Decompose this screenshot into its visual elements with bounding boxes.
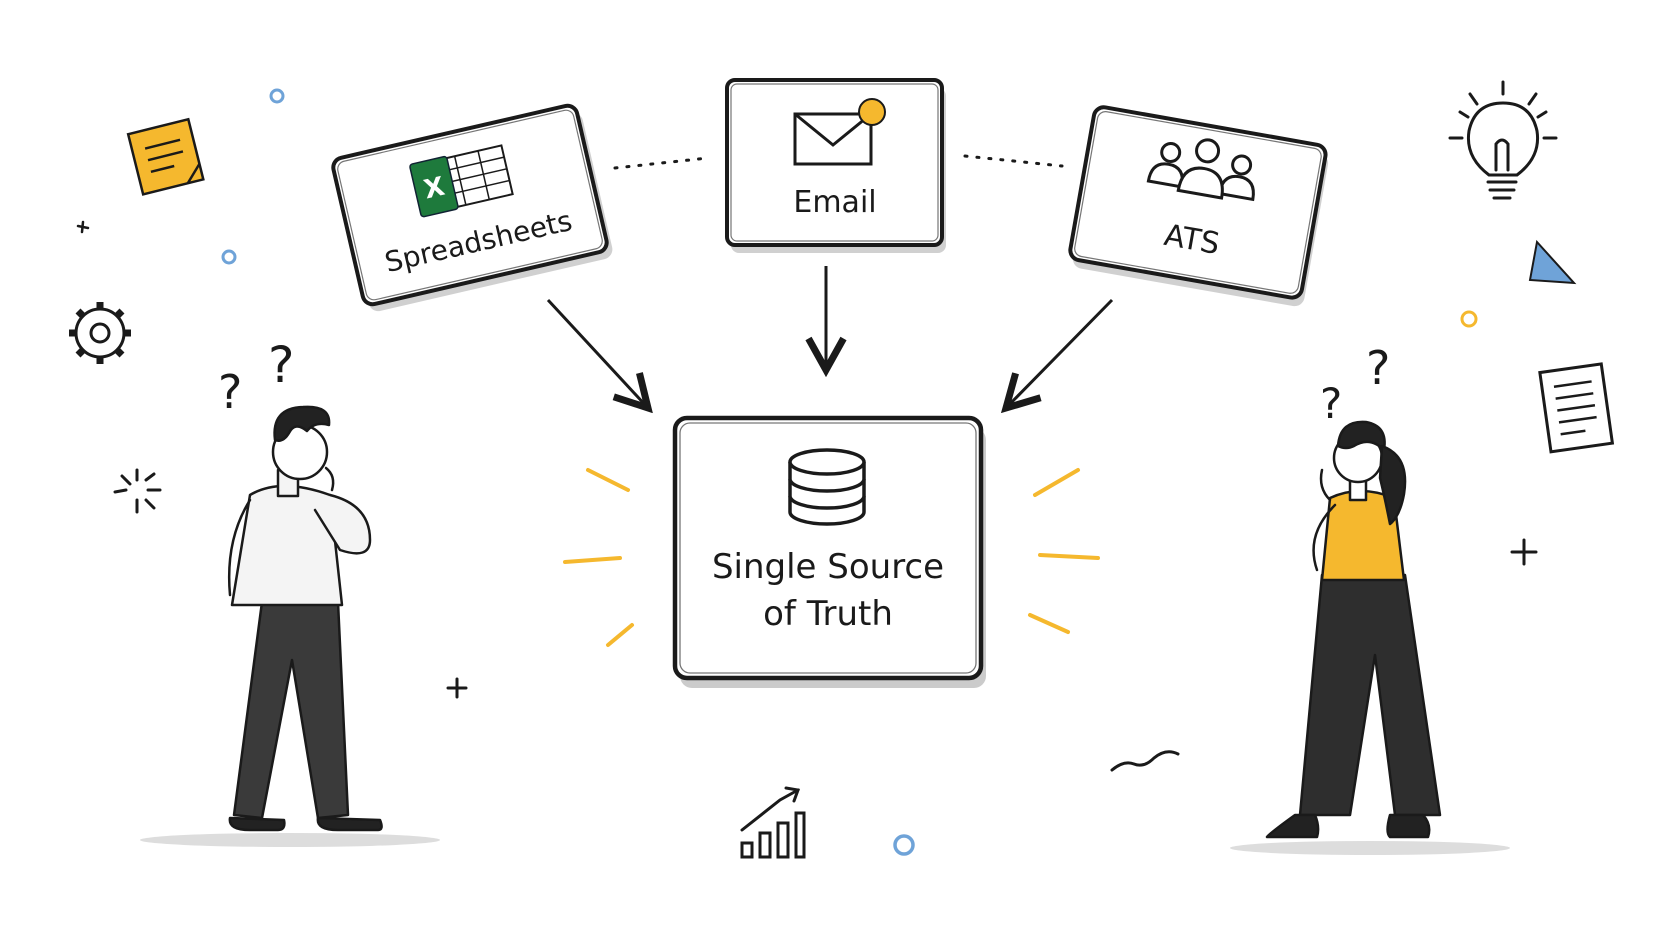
squiggle-line-icon bbox=[1110, 750, 1180, 772]
plus-icon-right bbox=[1510, 538, 1538, 566]
gear-icon bbox=[69, 302, 131, 364]
plus-icon-left bbox=[446, 677, 468, 699]
small-sparkle-icon bbox=[76, 220, 90, 234]
blue-dot-3 bbox=[893, 834, 915, 856]
single-source-of-truth-card: Single Source of Truth bbox=[672, 415, 986, 688]
document-icon bbox=[1538, 362, 1615, 454]
woman-ground-shadow bbox=[1230, 841, 1510, 855]
email-card: Email bbox=[725, 78, 946, 253]
sparkle-burst-icon bbox=[113, 468, 162, 514]
database-icon bbox=[788, 448, 866, 526]
blue-triangle-icon bbox=[1528, 239, 1577, 285]
ats-card: ATS bbox=[1068, 105, 1329, 307]
lightbulb-icon bbox=[1448, 80, 1558, 200]
woman-question-mark-2: ? bbox=[1366, 341, 1390, 395]
man-ground-shadow bbox=[140, 833, 440, 847]
email-label: Email bbox=[793, 185, 876, 220]
man-thinking-figure bbox=[140, 405, 440, 847]
envelope-icon bbox=[793, 98, 886, 166]
blue-dot-1 bbox=[269, 88, 285, 104]
dotted-connector-left bbox=[613, 156, 710, 170]
arrow-spreadsheets-to-hub bbox=[546, 298, 648, 408]
growth-chart-icon bbox=[740, 786, 806, 859]
people-group-icon bbox=[1146, 138, 1255, 202]
woman-thinking-figure bbox=[1230, 420, 1510, 855]
hub-glow-rays bbox=[563, 468, 1100, 647]
blue-dot-2 bbox=[221, 249, 237, 265]
excel-spreadsheet-icon: X bbox=[409, 144, 514, 218]
man-question-mark-2: ? bbox=[268, 336, 295, 394]
hub-title-line2: of Truth bbox=[763, 594, 893, 634]
hub-title-line1: Single Source bbox=[712, 547, 944, 587]
spreadsheets-card: X Spreadsheets bbox=[331, 103, 613, 312]
arrow-ats-to-hub bbox=[1006, 298, 1114, 408]
woman-question-mark-1: ? bbox=[1320, 379, 1342, 428]
dotted-connector-right bbox=[963, 154, 1064, 168]
man-question-mark-1: ? bbox=[218, 365, 242, 419]
sticky-note-icon bbox=[126, 117, 205, 196]
yellow-dot bbox=[1460, 310, 1478, 328]
notification-dot-icon bbox=[858, 98, 886, 126]
